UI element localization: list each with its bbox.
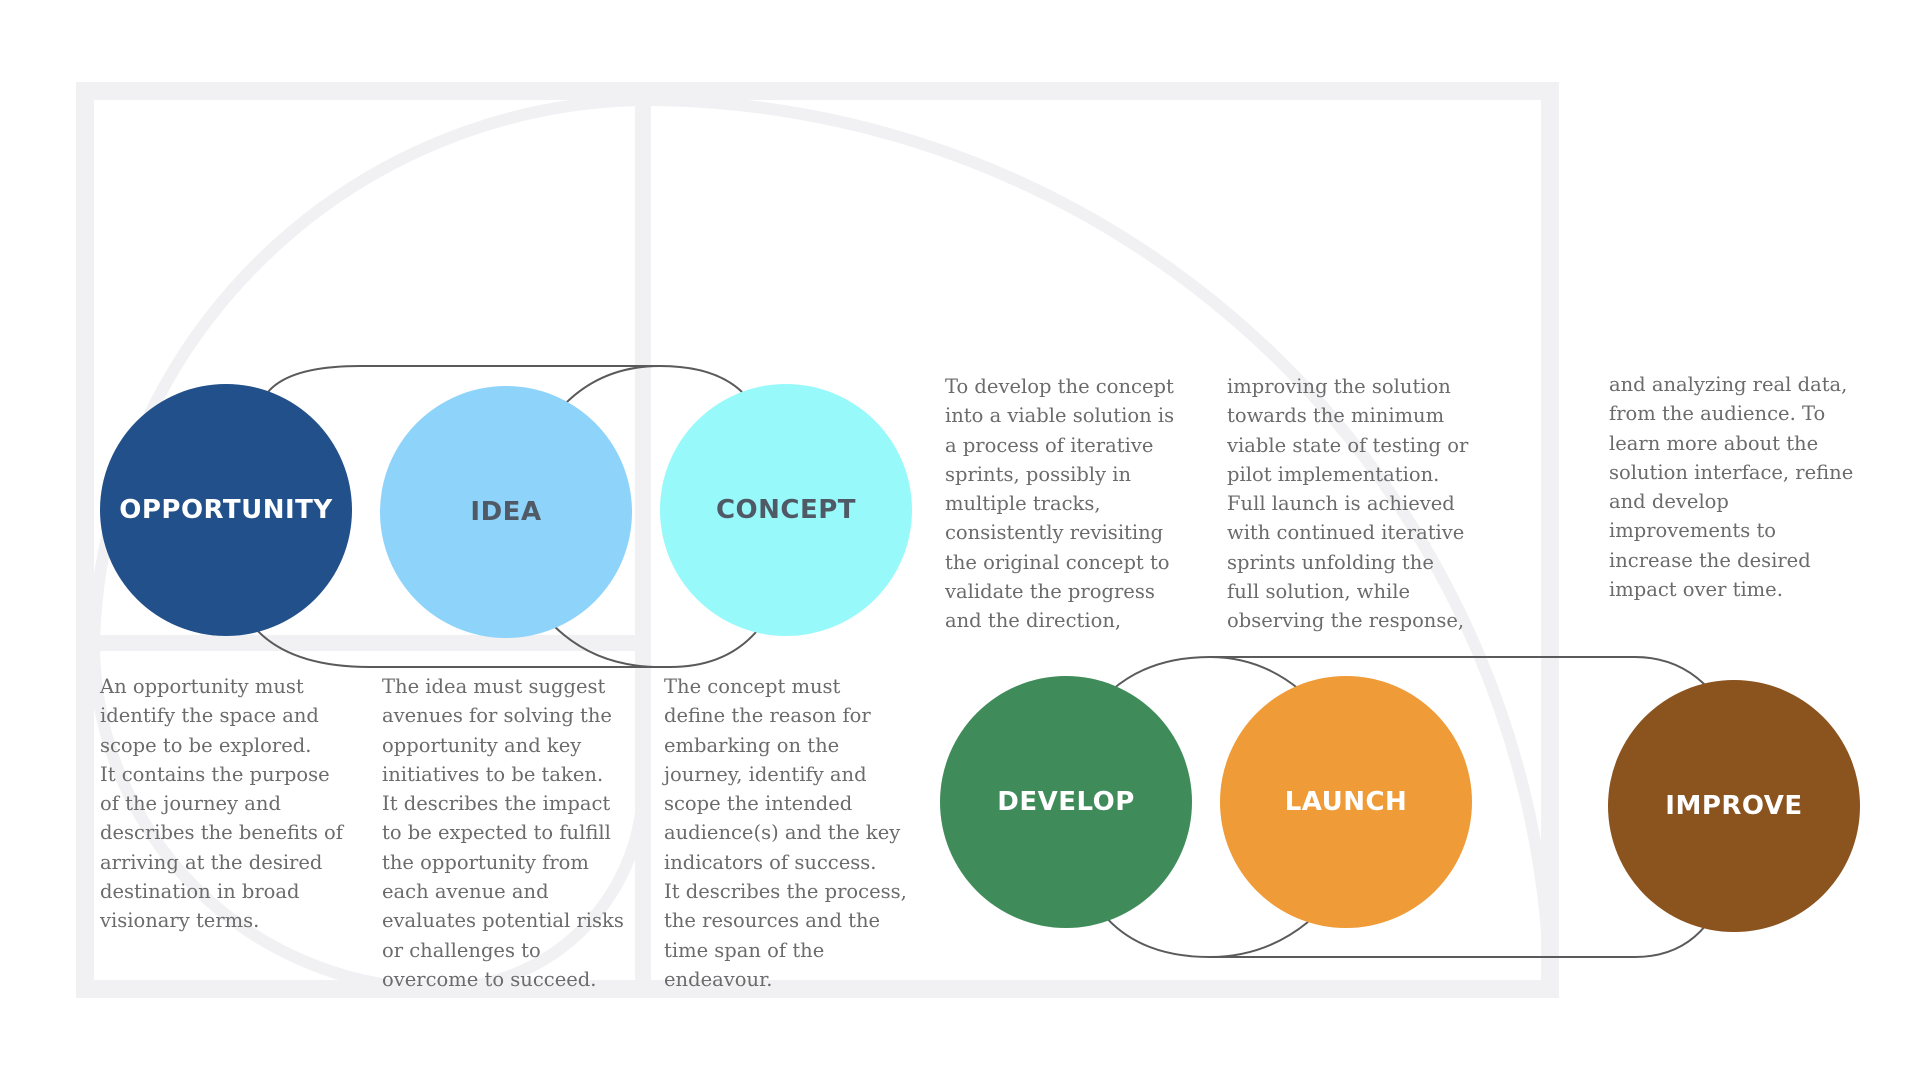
connector-launch-loop-top <box>1209 656 1301 691</box>
connector-idea-loop-bottom <box>552 624 661 668</box>
frame-outer <box>76 82 1559 998</box>
stage-circle-launch: LAUNCH <box>1220 676 1472 928</box>
stage-label-idea: IDEA <box>470 497 542 527</box>
description-opportunity: An opportunity must identify the space a… <box>100 675 343 933</box>
stage-label-launch: LAUNCH <box>1284 787 1408 817</box>
stage-circle-develop: DEVELOP <box>940 676 1192 928</box>
description-launch: improving the solution towards the minim… <box>1227 375 1469 633</box>
golden-spiral-arc-large <box>642 94 1556 990</box>
connector-develop-improve-bottom <box>1103 914 1707 958</box>
description-concept: The concept must define the reason for e… <box>664 675 907 991</box>
stage-circle-opportunity: OPPORTUNITY <box>100 384 352 636</box>
golden-spiral-arc-small <box>88 642 441 995</box>
stage-label-develop: DEVELOP <box>997 787 1135 817</box>
connector-opportunity-concept-bottom <box>254 627 757 668</box>
stage-circle-idea: IDEA <box>380 386 632 638</box>
stage-circle-improve: IMPROVE <box>1608 680 1860 932</box>
connectors-bottom <box>1103 656 1711 958</box>
stage-label-improve: IMPROVE <box>1665 791 1803 821</box>
stage-label-concept: CONCEPT <box>715 495 857 525</box>
stage-label-opportunity: OPPORTUNITY <box>119 495 333 525</box>
description-develop: To develop the concept into a viable sol… <box>945 375 1175 633</box>
golden-spiral-arc-tiny <box>439 779 650 995</box>
description-idea: The idea must suggest avenues for solvin… <box>382 675 624 991</box>
connectors-top <box>254 365 757 668</box>
stage-circle-concept: CONCEPT <box>660 384 912 636</box>
description-improve: and analyzing real data, from the audien… <box>1609 373 1854 602</box>
connector-launch-loop-bottom <box>1209 921 1309 958</box>
connector-opportunity-concept <box>267 365 743 393</box>
connector-develop-improve-top <box>1111 656 1711 691</box>
